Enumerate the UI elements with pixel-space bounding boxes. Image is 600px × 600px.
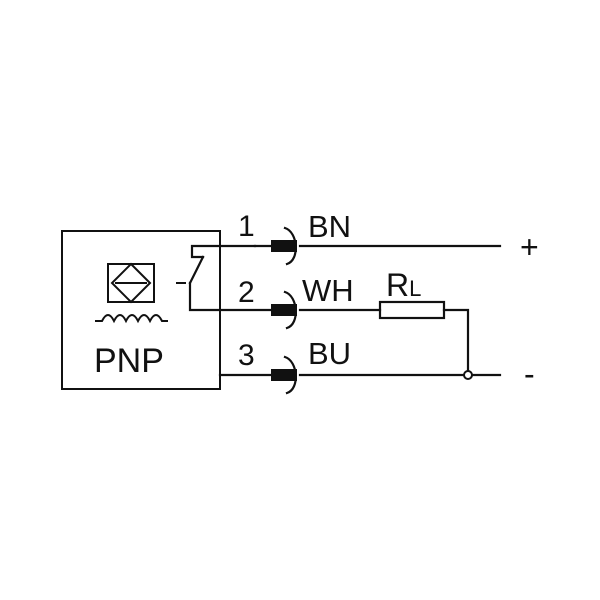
junction-node <box>463 370 473 380</box>
wire-2 <box>271 290 382 330</box>
negative-terminal: - <box>524 356 535 392</box>
pin-3-number: 3 <box>238 339 255 372</box>
load-return-wire <box>442 308 470 377</box>
load-label: RL <box>386 267 421 303</box>
positive-terminal: + <box>520 229 539 265</box>
pin-3-color: BU <box>308 336 351 371</box>
inductive-sensor-icon <box>95 262 168 324</box>
wire-1 <box>253 226 502 266</box>
load-resistor <box>378 300 446 320</box>
wire-3 <box>218 355 502 395</box>
pin-2-number: 2 <box>238 276 255 309</box>
pin-1-color: BN <box>308 209 351 244</box>
pin-2-color: WH <box>302 273 354 308</box>
switch-contact-icon <box>188 244 272 312</box>
pin-1-number: 1 <box>238 210 255 243</box>
sensor-type-label: PNP <box>94 342 164 380</box>
